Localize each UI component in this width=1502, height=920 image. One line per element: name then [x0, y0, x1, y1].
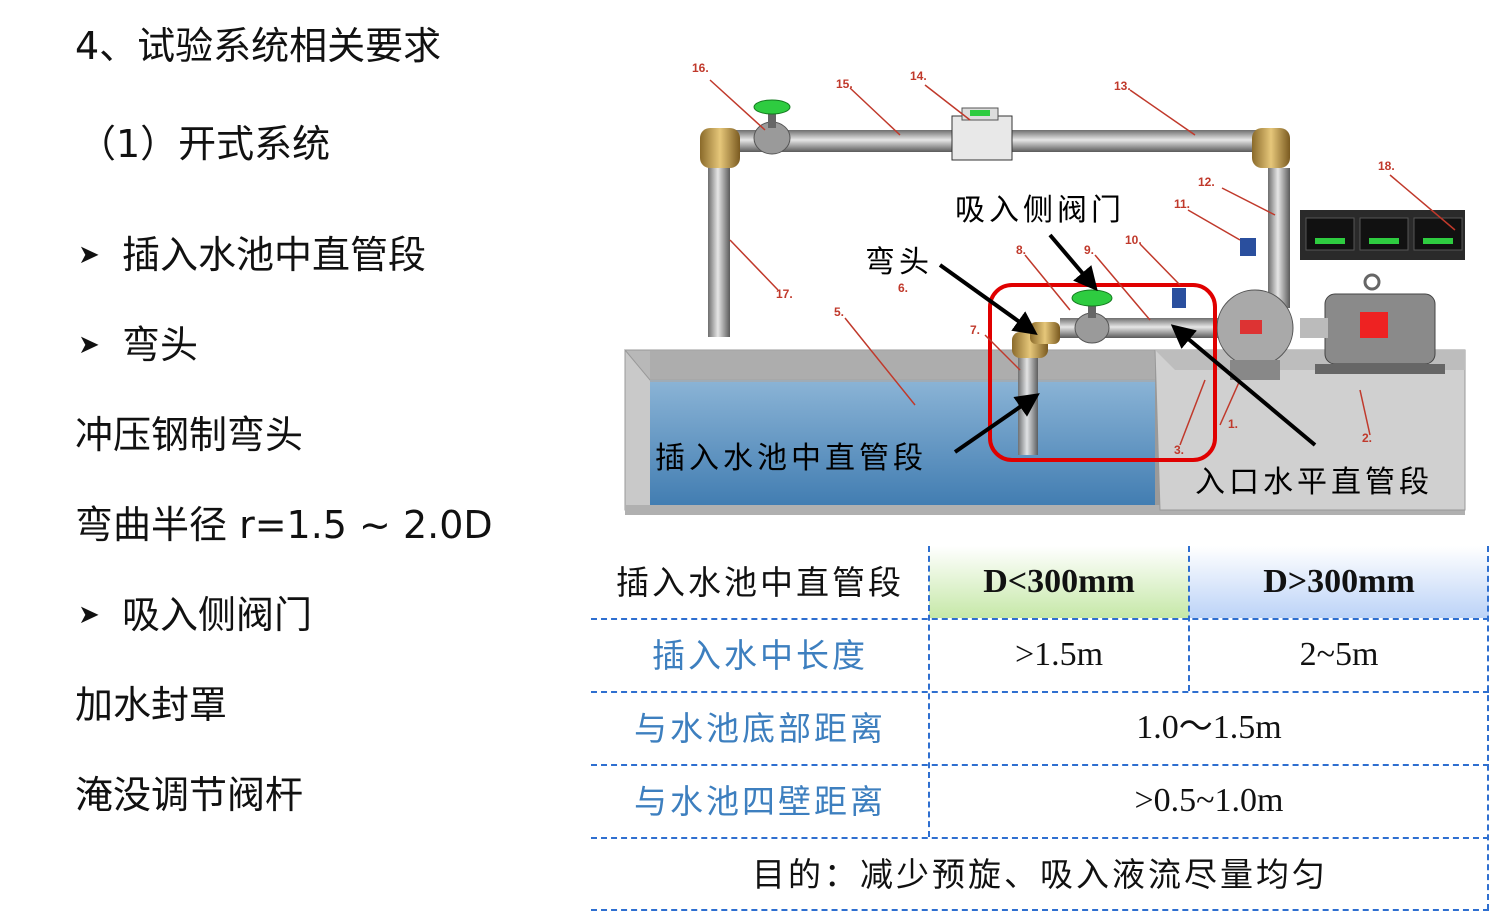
bullet-suction-valve: 吸入侧阀门 [122, 593, 313, 637]
top-valve-icon [753, 99, 791, 155]
header-cell-small [929, 546, 1189, 618]
highlight-box [988, 283, 1217, 462]
callout-straight-pipe: 插入水池中直管段 [655, 441, 927, 476]
bullet-straight-pipe: 插入水池中直管段 [122, 233, 427, 277]
pump-outlet-pipe [1268, 168, 1290, 308]
bullet-arrow-icon: ➤ [78, 240, 100, 270]
callout-elbow: 弯头 [865, 245, 933, 280]
valve-stem-text: 淹没调节阀杆 [75, 773, 304, 817]
bottom-distance-value: 1.0～1.5m [1136, 709, 1282, 746]
part-number: 9. [1084, 243, 1094, 257]
header-diameter-small: D<300mm [983, 563, 1135, 600]
part-number: 3. [1174, 443, 1184, 457]
bullet-elbow: 弯头 [122, 323, 199, 367]
requirements-table: 插入水池中直管段 D<300mm D>300mm 插入水中长度 >1.5m 2~… [591, 546, 1489, 912]
part-number: 12. [1198, 175, 1215, 189]
header-cell-large [1189, 546, 1489, 618]
callout-inlet-horizontal: 入口水平直管段 [1195, 465, 1433, 500]
header-diameter-large: D>300mm [1263, 563, 1415, 600]
pressure-gauge-icon [1172, 288, 1186, 308]
bend-type-text: 冲压钢制弯头 [75, 413, 304, 457]
part-number: 10. [1125, 233, 1142, 247]
part-number: 14. [910, 69, 927, 83]
row-label-bottom-distance: 与水池底部距离 [634, 708, 886, 748]
part-number: 13. [1114, 79, 1131, 93]
flow-meter-icon [951, 107, 1013, 161]
motor-icon [1300, 273, 1445, 374]
section-heading: 4、试验系统相关要求 [75, 24, 442, 68]
part-number: 18. [1378, 159, 1395, 173]
part-number: 1. [1228, 417, 1238, 431]
water-seal-text: 加水封罩 [75, 683, 228, 727]
part-number: 17. [776, 287, 793, 301]
insert-length-small: >1.5m [1014, 636, 1104, 673]
outlet-gauge-icon [1240, 238, 1256, 256]
part-number: 5. [834, 305, 844, 319]
header-label: 插入水池中直管段 [616, 562, 904, 602]
return-pipe-vertical [708, 162, 730, 337]
callout-suction-valve: 吸入侧阀门 [955, 193, 1125, 228]
insert-length-large: 2~5m [1299, 636, 1379, 673]
subsection-heading: （1）开式系统 [78, 122, 331, 166]
row-label-wall-distance: 与水池四壁距离 [634, 781, 886, 821]
bullet-arrow-icon: ➤ [78, 600, 100, 630]
part-number: 11. [1174, 197, 1190, 211]
wall-distance-value: >0.5~1.0m [1134, 782, 1284, 819]
part-number: 6. [898, 281, 908, 295]
purpose-note: 目的：减少预旋、吸入液流尽量均匀 [752, 854, 1328, 894]
part-number: 8. [1016, 243, 1026, 257]
row-label-insert-length: 插入水中长度 [652, 635, 868, 675]
test-system-diagram: 1. 2. 3. 5. 6. 7. 8. 9. 10. 11. 12. 13. … [623, 61, 1466, 515]
pump-icon [1216, 289, 1294, 380]
bend-radius-text: 弯曲半径 r=1.5 ~ 2.0D [75, 503, 493, 547]
suction-valve-icon [1071, 289, 1113, 344]
part-number: 7. [970, 323, 980, 337]
bullet-arrow-icon: ➤ [78, 330, 100, 360]
part-number: 16. [692, 61, 709, 75]
part-number: 2. [1362, 431, 1372, 445]
control-panel-icon [1300, 210, 1465, 260]
part-number: 15. [836, 77, 853, 91]
